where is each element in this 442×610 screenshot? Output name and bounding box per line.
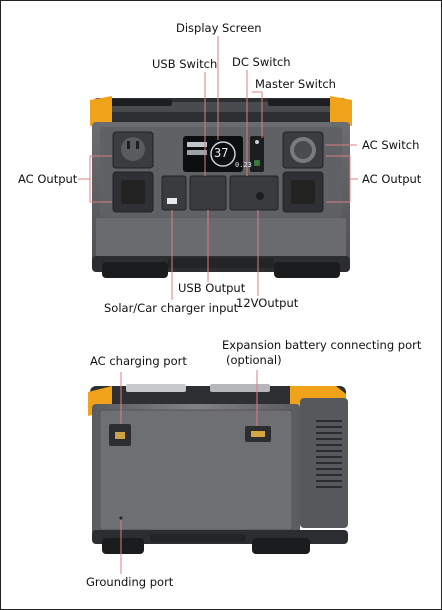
screen-readout-main: 37 [214,146,229,160]
label-ac-output-left: AC Output [18,172,78,186]
label-master-switch: Master Switch [255,77,336,91]
dc-output-panel [229,175,279,211]
side-device [88,384,348,554]
label-grounding-port: Grounding port [86,575,174,589]
label-12v-output: 12VOutput [236,296,299,310]
label-solar-car-input: Solar/Car charger input [104,301,239,315]
label-ac-switch: AC Switch [362,138,420,152]
label-ac-charging-port: AC charging port [90,354,187,368]
label-expansion-optional: (optional) [226,353,282,367]
label-usb-switch: USB Switch [152,57,218,71]
front-device [90,96,352,278]
orange-corner-tl [90,96,112,126]
leader-lines [78,36,358,574]
foot-right [274,262,340,278]
label-usb-output: USB Output [178,281,246,295]
orange-corner-tr [330,96,352,126]
usb-output-panel [189,175,227,211]
label-display-screen: Display Screen [176,21,262,35]
label-ac-output-right: AC Output [362,172,422,186]
screen-readout-right: 0.23 [235,161,252,169]
switch-strip [250,136,264,172]
label-dc-switch: DC Switch [232,55,291,69]
grounding-screw [119,516,123,520]
label-expansion-port: Expansion battery connecting port [222,338,422,352]
foot-left [102,262,168,278]
solar-input-panel [161,175,187,211]
